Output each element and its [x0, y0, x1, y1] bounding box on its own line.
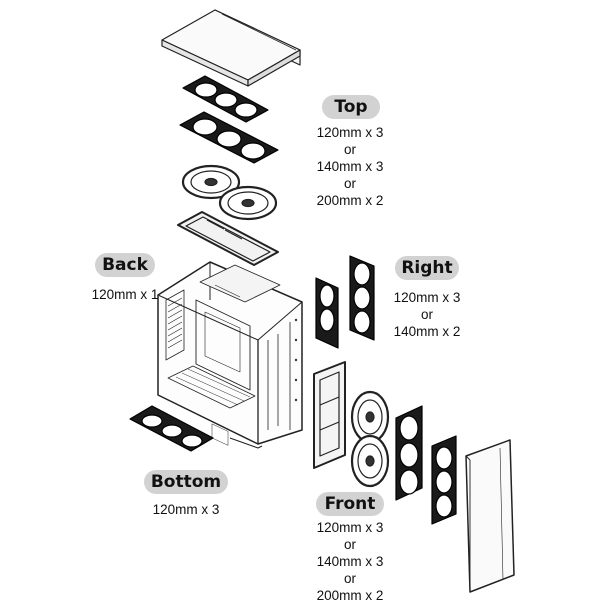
front-label: Front — [316, 492, 384, 516]
chassis — [157, 261, 303, 449]
right-label: Right — [395, 256, 459, 280]
right-fan-stack-2 — [349, 255, 375, 341]
top-spec-line-1: 120mm x 3 — [316, 125, 384, 140]
right-spec-line-3: 140mm x 2 — [393, 324, 461, 339]
top-spec: 120mm x 3 or 140mm x 3 or 200mm x 2 — [300, 124, 400, 209]
top-spec-line-4: or — [343, 176, 356, 191]
bottom-label: Bottom — [144, 470, 228, 494]
top-spec-line-2: or — [343, 142, 356, 157]
front-spec-line-5: 200mm x 2 — [316, 588, 384, 600]
top-spec-line-3: 140mm x 3 — [316, 159, 384, 174]
front-panel — [465, 439, 515, 593]
front-spec: 120mm x 3 or 140mm x 3 or 200mm x 2 — [300, 519, 400, 600]
back-spec-line-1: 120mm x 1 — [91, 287, 159, 302]
bottom-spec-line-1: 120mm x 3 — [152, 502, 220, 517]
top-panel — [161, 9, 301, 87]
bottom-fan-tray — [129, 405, 214, 452]
right-spec: 120mm x 3 or 140mm x 2 — [377, 289, 477, 340]
right-spec-line-2: or — [420, 307, 433, 322]
right-fan-stack-1 — [315, 277, 339, 349]
front-spec-line-2: or — [343, 537, 356, 552]
front-spec-line-4: or — [343, 571, 356, 586]
front-spec-line-1: 120mm x 3 — [316, 520, 384, 535]
front-fan-stack-140 — [395, 405, 423, 501]
front-spec-line-3: 140mm x 3 — [316, 554, 384, 569]
bottom-spec: 120mm x 3 — [136, 501, 236, 518]
right-spec-line-1: 120mm x 3 — [393, 290, 461, 305]
top-dust-filter — [177, 211, 279, 266]
top-fan-tray-2 — [179, 111, 279, 164]
top-spec-line-5: 200mm x 2 — [316, 193, 384, 208]
front-fan-stack-120 — [431, 435, 457, 525]
front-fan-pair — [350, 390, 390, 488]
back-spec: 120mm x 1 — [75, 286, 175, 303]
top-label: Top — [322, 95, 380, 119]
front-dust-filter — [313, 361, 346, 469]
top-fan-pair — [181, 164, 278, 221]
top-fan-tray-1 — [182, 75, 269, 123]
back-label: Back — [95, 253, 155, 277]
